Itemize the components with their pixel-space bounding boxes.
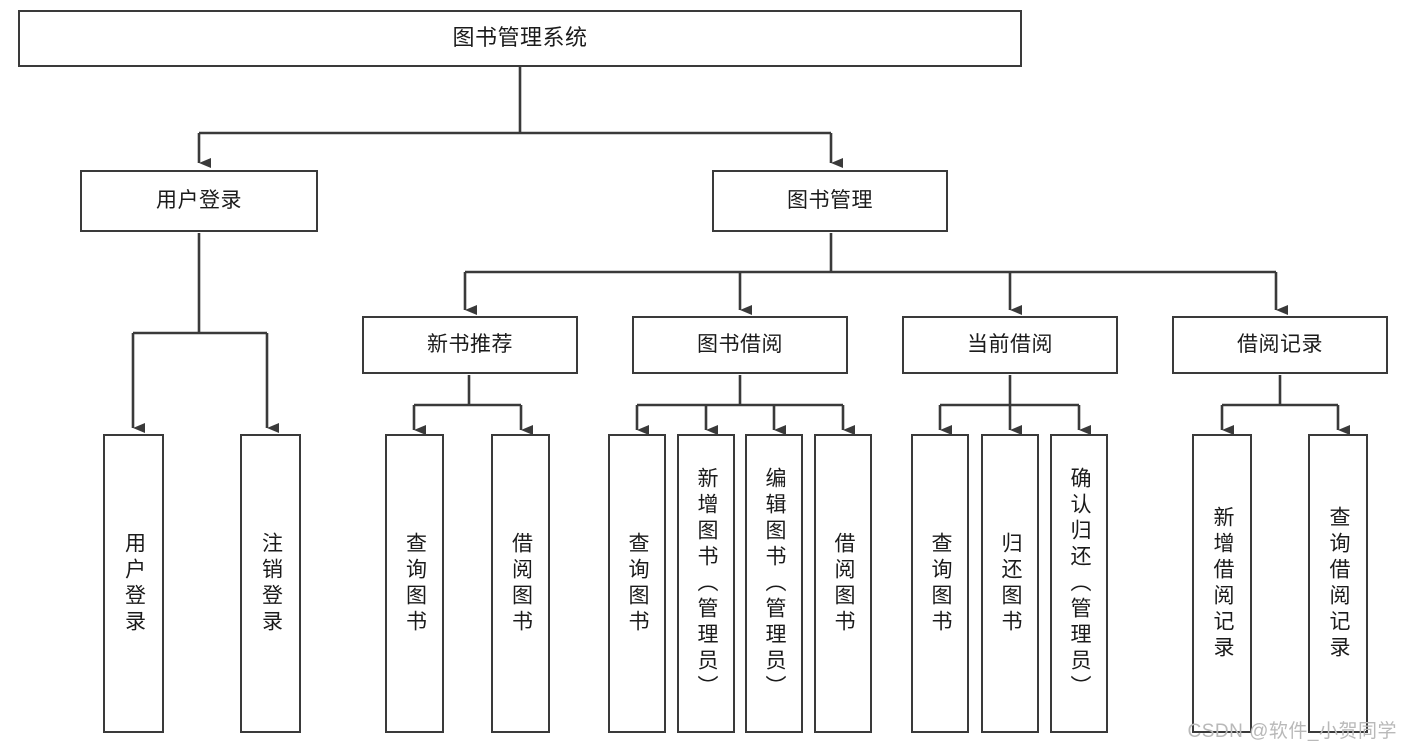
leaf-query-book-1[interactable]: 查询图书 [385,434,444,733]
leaf-query-record[interactable]: 查询借阅记录 [1308,434,1368,733]
node-current-borrow-label: 当前借阅 [967,333,1053,357]
node-user-login[interactable]: 用户登录 [80,170,318,232]
leaf-borrow-book-1-label: 借阅图书 [509,531,533,636]
leaf-logout-label: 注销登录 [259,531,283,636]
leaf-add-book[interactable]: 新增图书（管理员） [677,434,735,733]
node-book-borrow-label: 图书借阅 [697,333,783,357]
leaf-return-book-label: 归还图书 [999,531,1023,636]
node-root-label: 图书管理系统 [452,25,588,51]
node-new-book-rec[interactable]: 新书推荐 [362,316,578,374]
leaf-add-record[interactable]: 新增借阅记录 [1192,434,1252,733]
node-new-book-rec-label: 新书推荐 [427,333,513,357]
leaf-edit-book-label: 编辑图书（管理员） [763,466,787,701]
leaf-logout[interactable]: 注销登录 [240,434,301,733]
node-user-login-label: 用户登录 [156,189,242,213]
leaf-query-book-2[interactable]: 查询图书 [608,434,666,733]
leaf-borrow-book-2[interactable]: 借阅图书 [814,434,872,733]
leaf-query-book-3[interactable]: 查询图书 [911,434,969,733]
leaf-edit-book[interactable]: 编辑图书（管理员） [745,434,803,733]
leaf-user-login[interactable]: 用户登录 [103,434,164,733]
leaf-borrow-book-2-label: 借阅图书 [832,531,856,636]
leaf-add-record-label: 新增借阅记录 [1211,505,1235,662]
leaf-borrow-book-1[interactable]: 借阅图书 [491,434,550,733]
node-book-manage[interactable]: 图书管理 [712,170,948,232]
node-root[interactable]: 图书管理系统 [18,10,1022,67]
leaf-add-book-label: 新增图书（管理员） [695,466,719,701]
node-current-borrow[interactable]: 当前借阅 [902,316,1118,374]
watermark: CSDN @软件_小贺同学 [1187,721,1397,742]
leaf-query-record-label: 查询借阅记录 [1327,505,1351,662]
leaf-query-book-2-label: 查询图书 [626,531,650,636]
leaf-confirm-return[interactable]: 确认归还（管理员） [1050,434,1108,733]
leaf-return-book[interactable]: 归还图书 [981,434,1039,733]
node-book-manage-label: 图书管理 [787,189,873,213]
leaf-query-book-3-label: 查询图书 [929,531,953,636]
node-borrow-record-label: 借阅记录 [1237,333,1323,357]
node-book-borrow[interactable]: 图书借阅 [632,316,848,374]
leaf-confirm-return-label: 确认归还（管理员） [1068,466,1092,701]
leaf-query-book-1-label: 查询图书 [403,531,427,636]
leaf-user-login-label: 用户登录 [122,531,146,636]
node-borrow-record[interactable]: 借阅记录 [1172,316,1388,374]
